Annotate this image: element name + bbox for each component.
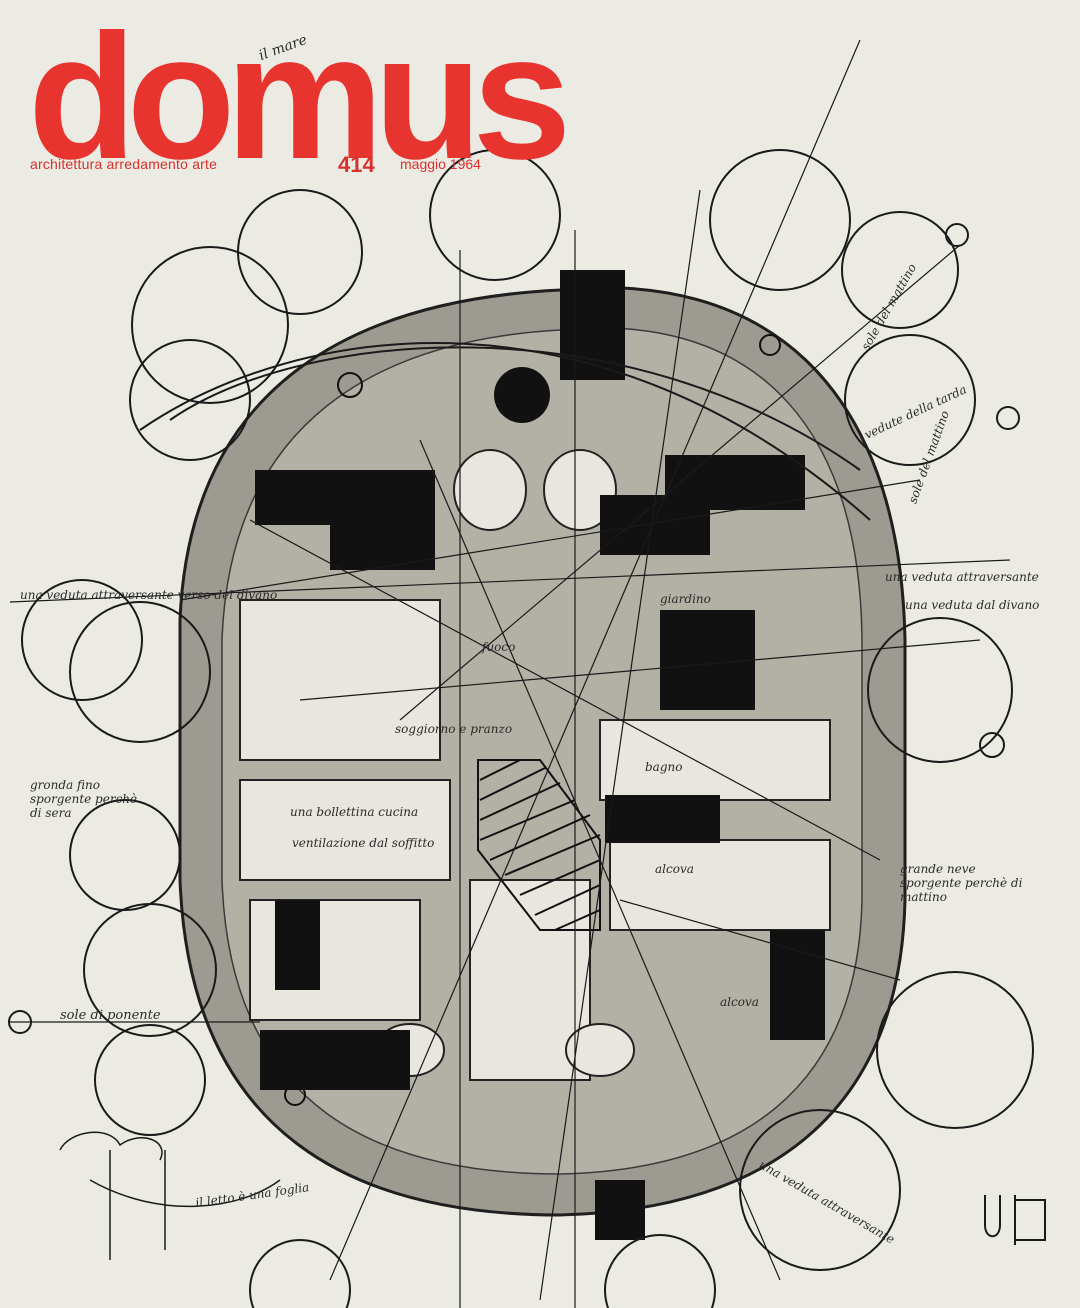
note-alcove-2: alcova [720,995,759,1009]
masthead-title: domus [28,0,571,196]
issue-number: 414 [338,152,375,177]
note-gronda-right: grande neve sporgente perchè di mattino [900,862,1023,904]
note-kitchen-sub: ventilazione dal soffitto [292,836,435,850]
note-alcove-1: alcova [655,862,694,876]
note-gronda-left: gronda fino sporgente perchè di sera [30,778,138,820]
note-view-left: una veduta attraversante verso del divan… [20,588,278,602]
note-bath: bagno [645,760,683,774]
signature-gp [984,1195,1046,1245]
masthead-tagline: architettura arredamento arte [30,156,218,172]
issue-date: maggio 1964 [400,156,481,172]
stair-hatch [477,759,601,931]
note-living: soggiorno e pranzo [395,722,513,736]
note-ponente: sole di ponente [60,1008,161,1023]
flower-marks [284,334,781,1106]
sun-arcs [139,342,871,521]
note-garden: giardino [660,592,711,606]
tree-circles [21,149,1034,1308]
note-fire: fuoco [482,640,516,654]
tree-sketch [59,1131,281,1260]
view-lines [9,39,1011,1308]
note-kitchen: una bollettina cucina [290,805,419,819]
note-view-1: una veduta attraversante [885,570,1039,584]
note-view-2: una veduta dal divano [905,598,1040,612]
